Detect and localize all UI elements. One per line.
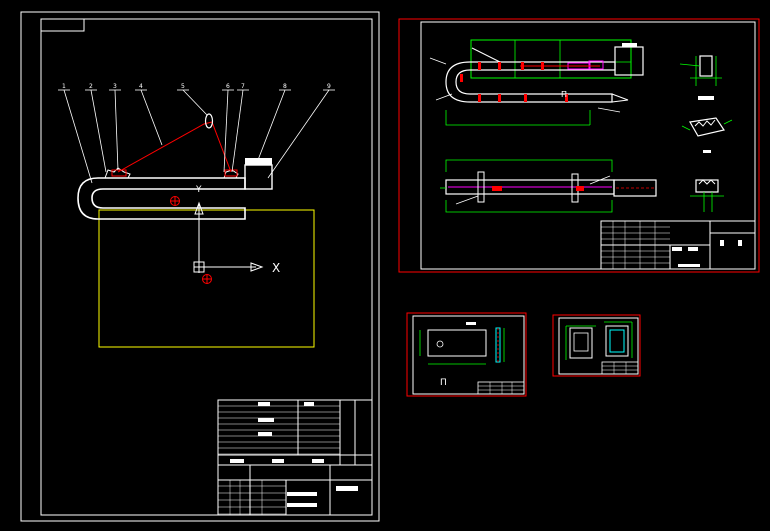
detail-sheet-red-frame <box>398 18 760 273</box>
leader-4: 4 <box>135 83 163 146</box>
top-view-dim-box <box>470 39 632 79</box>
leader-8: 8 <box>257 83 291 161</box>
balloon-label-5: 5 <box>181 83 185 90</box>
leader-9: 9 <box>267 83 335 179</box>
balloon-label-6: 6 <box>226 83 230 90</box>
balloon-label-1: 1 <box>62 83 66 90</box>
detail-sheet: Π <box>398 18 760 273</box>
linkage-block-left <box>111 169 127 177</box>
leader-2: 2 <box>85 83 107 173</box>
top-view-section-marks <box>460 62 568 102</box>
balloon-label-7: 7 <box>241 83 245 90</box>
balloon-label-4: 4 <box>139 83 143 90</box>
ucs-icon: X Y <box>193 185 280 275</box>
center-mark-arm <box>170 196 180 206</box>
main-sheet-outer-border <box>20 11 380 522</box>
leader-5: 5 <box>177 83 208 116</box>
small-sheet-2-part-right <box>605 325 629 357</box>
leader-6: 6 <box>222 83 234 173</box>
right-gripper <box>223 169 239 179</box>
ucs-x-label: X <box>272 261 280 275</box>
motor-box <box>244 164 273 190</box>
part-leaders: 1 2 3 4 5 6 7 8 9 <box>58 83 335 184</box>
main-sheet-inner-border <box>40 18 373 516</box>
leader-1: 1 <box>58 83 93 184</box>
balloon-label-9: 9 <box>327 83 331 90</box>
linkage-rod <box>117 121 232 173</box>
linkage-pivot <box>204 113 214 129</box>
small-sheet-2-inner-border <box>558 317 639 375</box>
linkage-block-right <box>224 169 238 177</box>
small-sheet-1-view-label: Π <box>440 378 447 388</box>
section-view-c <box>690 179 724 212</box>
small-sheet-1-title-block <box>477 381 525 395</box>
detail-title-block <box>600 220 756 270</box>
leader-7: 7 <box>231 83 249 173</box>
small-sheet-2-title-block <box>601 361 639 375</box>
ucs-x-arrow <box>250 262 264 272</box>
top-view-motor-box <box>614 46 644 76</box>
balloon-label-3: 3 <box>113 83 117 90</box>
u-arm-body <box>77 177 246 220</box>
front-view-dim-bottom <box>445 200 613 213</box>
detail-sheet-inner-border <box>420 21 756 270</box>
main-sheet: X Y 1 2 3 4 5 6 7 8 9 <box>20 11 380 522</box>
small-sheet-1-plate <box>427 329 487 357</box>
balloon-label-2: 2 <box>89 83 93 90</box>
small-sheet-2-red-frame <box>552 314 641 377</box>
small-sheet-1-inner-border <box>412 315 525 395</box>
main-sheet-corner-tag <box>40 18 85 32</box>
balloon-label-8: 8 <box>283 83 287 90</box>
small-sheet-1: Π <box>406 312 527 397</box>
small-sheet-1-red-frame <box>406 312 527 397</box>
motor-box-cap <box>245 158 272 165</box>
main-title-block <box>217 399 373 516</box>
small-sheet-2 <box>552 314 641 377</box>
section-view-b <box>681 117 733 153</box>
top-view-label: Π <box>561 90 567 99</box>
center-mark-origin <box>202 274 212 284</box>
small-sheet-2-part-left <box>569 327 593 359</box>
red-linkage <box>111 113 238 177</box>
ucs-y-arrow <box>194 201 204 215</box>
front-view-dim-top <box>445 159 613 172</box>
machine-frame-box <box>98 209 315 348</box>
section-view-a <box>679 55 722 100</box>
top-view-dim-lower <box>445 110 591 126</box>
leader-3: 3 <box>109 83 121 171</box>
ucs-y-label: Y <box>195 185 202 195</box>
